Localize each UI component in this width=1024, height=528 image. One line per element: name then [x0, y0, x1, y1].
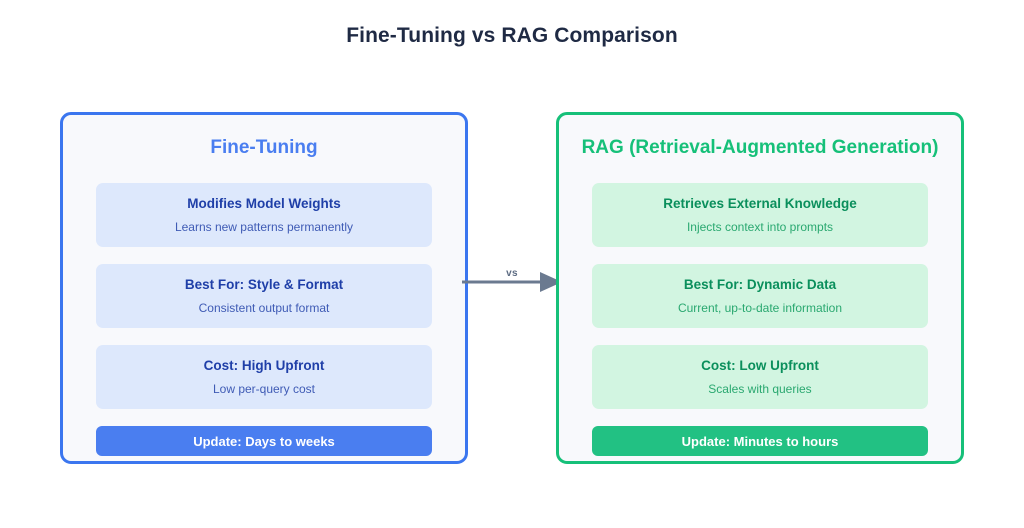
panel-fine-tuning: Fine-Tuning Modifies Model Weights Learn… [60, 112, 468, 464]
connector-label-vs: vs [506, 268, 518, 279]
feature-card-subtitle: Injects context into prompts [686, 219, 834, 234]
panel-rag: RAG (Retrieval-Augmented Generation) Ret… [556, 112, 964, 464]
feature-card: Retrieves External Knowledge Injects con… [592, 183, 928, 247]
feature-list-fine-tuning: Modifies Model Weights Learns new patter… [96, 183, 432, 456]
feature-card: Cost: Low Upfront Scales with queries [592, 345, 928, 409]
feature-card-title: Cost: Low Upfront [701, 358, 819, 374]
update-badge-rag: Update: Minutes to hours [592, 426, 928, 456]
feature-card: Best For: Style & Format Consistent outp… [96, 264, 432, 328]
feature-card-title: Cost: High Upfront [203, 358, 325, 374]
panel-heading-fine-tuning: Fine-Tuning [210, 137, 318, 158]
page-title: Fine-Tuning vs RAG Comparison [346, 24, 678, 47]
arrow-right-icon [462, 272, 562, 292]
feature-card: Cost: High Upfront Low per-query cost [96, 345, 432, 409]
feature-card: Modifies Model Weights Learns new patter… [96, 183, 432, 247]
feature-card-title: Best For: Style & Format [184, 277, 344, 293]
feature-card-title: Retrieves External Knowledge [663, 196, 857, 212]
panel-heading-rag: RAG (Retrieval-Augmented Generation) [581, 137, 939, 158]
feature-card-title: Modifies Model Weights [187, 196, 341, 212]
update-badge-fine-tuning: Update: Days to weeks [96, 426, 432, 456]
feature-card-subtitle: Learns new patterns permanently [174, 219, 354, 234]
feature-card-subtitle: Consistent output format [198, 300, 330, 315]
feature-card: Best For: Dynamic Data Current, up-to-da… [592, 264, 928, 328]
feature-card-subtitle: Current, up-to-date information [677, 300, 843, 315]
feature-card-subtitle: Low per-query cost [212, 381, 316, 396]
feature-card-title: Best For: Dynamic Data [683, 277, 837, 293]
feature-list-rag: Retrieves External Knowledge Injects con… [592, 183, 928, 456]
feature-card-subtitle: Scales with queries [708, 381, 812, 396]
connector-arrow [462, 262, 562, 302]
